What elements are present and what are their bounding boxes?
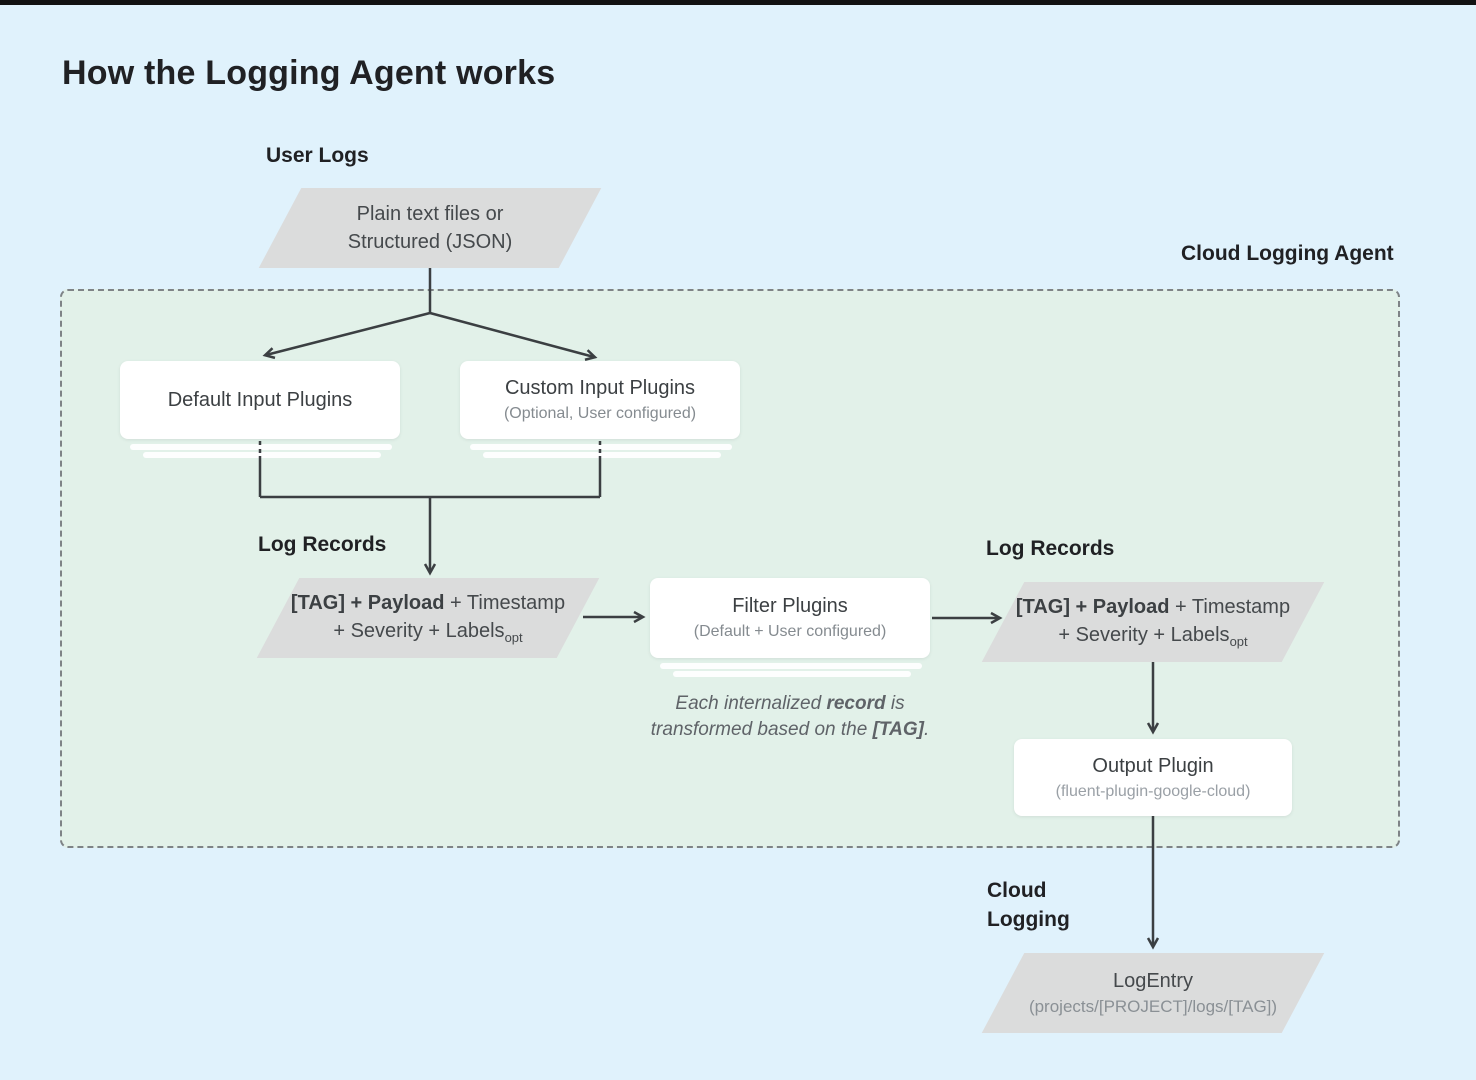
default-input-stack-1 <box>130 444 392 450</box>
log-record-right-parallelogram: [TAG] + Payload + Timestamp + Severity +… <box>1003 582 1303 662</box>
log-records-right-label: Log Records <box>986 537 1115 560</box>
log-records-left-label: Log Records <box>258 533 387 556</box>
filter-plugins-node: Filter Plugins (Default + User configure… <box>650 578 930 658</box>
window-edge-bar <box>0 0 1476 5</box>
user-input-parallelogram: Plain text files or Structured (JSON) <box>280 188 580 268</box>
filter-stack-1 <box>660 663 922 669</box>
log-record-left-text: [TAG] + Payload + Timestamp + Severity +… <box>290 592 566 645</box>
cloud-logging-label: Cloud Logging <box>987 879 1070 931</box>
log-entry-text: LogEntry (projects/[PROJECT]/logs/[TAG]) <box>1028 970 1278 1016</box>
agent-boundary-label: Cloud Logging Agent <box>1181 242 1394 265</box>
default-input-plugins-node: Default Input Plugins <box>120 361 400 439</box>
log-record-right-text: [TAG] + Payload + Timestamp + Severity +… <box>1015 596 1291 649</box>
user-input-text: Plain text files or Structured (JSON) <box>347 203 513 253</box>
output-plugin-node: Output Plugin (fluent-plugin-google-clou… <box>1014 739 1292 816</box>
custom-input-plugins-node: Custom Input Plugins (Optional, User con… <box>460 361 740 439</box>
filter-note: Each internalized record is transformed … <box>650 693 930 740</box>
diagram-title: How the Logging Agent works <box>62 54 556 92</box>
custom-input-stack-1 <box>470 444 732 450</box>
default-input-stack-2 <box>143 452 381 458</box>
filter-stack-2 <box>673 671 911 677</box>
log-record-left-parallelogram: [TAG] + Payload + Timestamp + Severity +… <box>278 578 578 658</box>
log-entry-parallelogram: LogEntry (projects/[PROJECT]/logs/[TAG]) <box>1003 953 1303 1033</box>
user-logs-label: User Logs <box>266 144 369 167</box>
custom-input-stack-2 <box>483 452 721 458</box>
